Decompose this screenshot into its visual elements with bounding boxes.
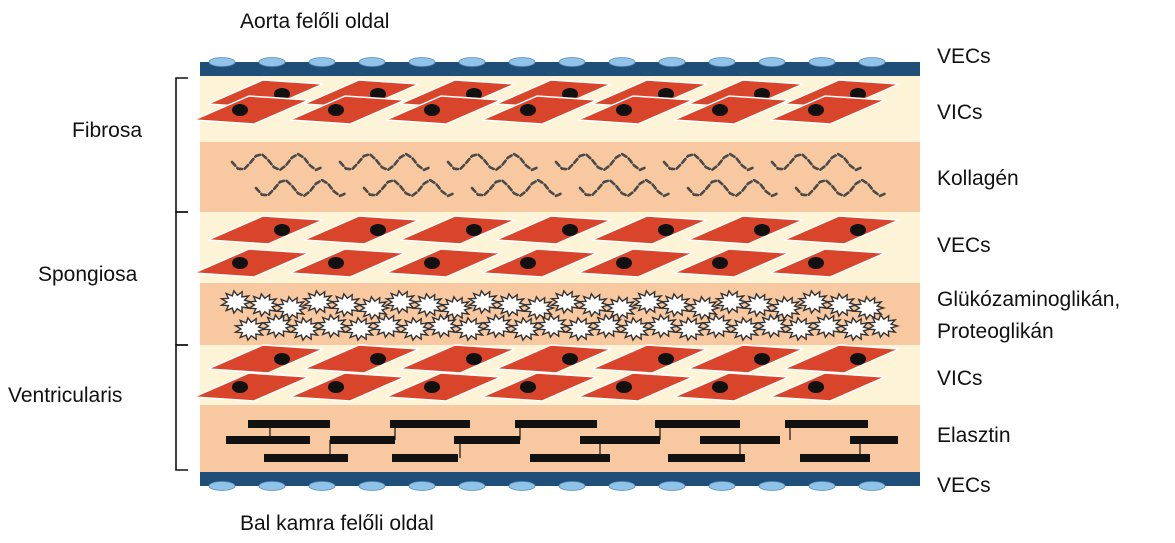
endothelial-cell-icon	[359, 58, 385, 67]
nucleus-icon	[232, 257, 248, 269]
vic-cells-layer-1	[194, 80, 899, 124]
nucleus-icon	[424, 104, 440, 116]
elastin-fiber-icon	[655, 420, 740, 428]
nucleus-icon	[850, 224, 866, 236]
endothelial-cell-icon	[609, 58, 635, 67]
nucleus-icon	[616, 104, 632, 116]
nucleus-icon	[808, 104, 824, 116]
elastin-fiber-icon	[248, 420, 330, 428]
nucleus-icon	[808, 257, 824, 269]
nucleus-icon	[616, 381, 632, 393]
endothelial-cell-icon	[859, 482, 885, 491]
nucleus-icon	[274, 353, 290, 365]
endothelial-cell-icon	[709, 58, 735, 67]
endothelial-cell-icon	[559, 58, 585, 67]
endothelial-cell-icon	[659, 58, 685, 67]
endothelial-cell-icon	[459, 58, 485, 67]
bracket-ventricularis	[176, 345, 188, 470]
endothelial-cell-icon	[509, 482, 535, 491]
elastin-fiber-icon	[392, 454, 458, 462]
endothelial-cell-icon	[859, 58, 885, 67]
endothelial-cell-icon	[809, 482, 835, 491]
endothelial-cell-icon	[559, 482, 585, 491]
endothelial-cell-icon	[759, 482, 785, 491]
endothelial-cell-icon	[509, 58, 535, 67]
nucleus-icon	[424, 381, 440, 393]
bracket-spongiosa	[176, 212, 188, 345]
nucleus-icon	[274, 224, 290, 236]
nucleus-icon	[466, 353, 482, 365]
nucleus-icon	[562, 353, 578, 365]
nucleus-icon	[466, 224, 482, 236]
nucleus-icon	[562, 224, 578, 236]
nucleus-icon	[616, 257, 632, 269]
nucleus-icon	[370, 224, 386, 236]
elastin-fiber-icon	[454, 436, 520, 444]
nucleus-icon	[754, 353, 770, 365]
nucleus-icon	[520, 381, 536, 393]
endothelial-cell-icon	[809, 58, 835, 67]
elastin-fiber-icon	[785, 420, 868, 428]
nucleus-icon	[370, 353, 386, 365]
elastin-fiber-icon	[580, 436, 660, 444]
endothelial-cell-icon	[609, 482, 635, 491]
nucleus-icon	[520, 257, 536, 269]
nucleus-icon	[424, 257, 440, 269]
elastin-fiber-icon	[530, 454, 610, 462]
nucleus-icon	[328, 104, 344, 116]
endothelial-cell-icon	[259, 482, 285, 491]
band-kollagen	[200, 142, 920, 212]
endothelial-cell-icon	[409, 58, 435, 67]
endothelial-cell-icon	[459, 482, 485, 491]
nucleus-icon	[712, 381, 728, 393]
endothelial-cell-icon	[259, 58, 285, 67]
nucleus-icon	[658, 353, 674, 365]
elastin-fiber-icon	[330, 436, 395, 444]
nucleus-icon	[754, 224, 770, 236]
nucleus-icon	[658, 224, 674, 236]
endothelial-cell-icon	[409, 482, 435, 491]
nucleus-icon	[328, 257, 344, 269]
elastin-fiber-icon	[668, 454, 745, 462]
endothelial-cell-icon	[209, 482, 235, 491]
nucleus-icon	[712, 104, 728, 116]
endothelial-cell-icon	[709, 482, 735, 491]
elastin-fiber-icon	[264, 454, 348, 462]
elastin-fiber-icon	[390, 420, 470, 428]
elastin-fiber-icon	[515, 420, 597, 428]
endothelial-cell-icon	[659, 482, 685, 491]
nucleus-icon	[520, 104, 536, 116]
endothelial-cell-icon	[309, 482, 335, 491]
nucleus-icon	[232, 104, 248, 116]
bracket-fibrosa	[176, 78, 188, 212]
endothelial-cell-icon	[309, 58, 335, 67]
endothelial-cell-icon	[359, 482, 385, 491]
nucleus-icon	[850, 353, 866, 365]
elastin-fiber-icon	[226, 436, 310, 444]
nucleus-icon	[808, 381, 824, 393]
nucleus-icon	[712, 257, 728, 269]
elastin-fiber-icon	[850, 436, 898, 444]
endothelial-cell-icon	[759, 58, 785, 67]
endothelial-cell-icon	[209, 58, 235, 67]
nucleus-icon	[232, 381, 248, 393]
nucleus-icon	[328, 381, 344, 393]
